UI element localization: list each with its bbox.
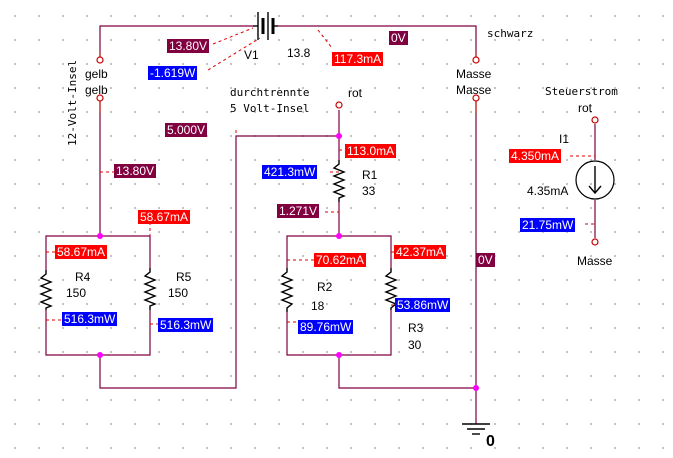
resistor-r4[interactable]: [39, 270, 53, 310]
voltage-marker-batt-plus[interactable]: 13.80V: [167, 39, 210, 53]
note-12-volt-insel: 12-Volt-Insel: [66, 59, 79, 146]
label-r5-name: R5: [176, 270, 192, 284]
current-marker-r4[interactable]: 58.67mA: [55, 245, 108, 259]
pin-masse-top: [472, 56, 480, 64]
voltage-marker-masse-right[interactable]: 0V: [476, 253, 495, 267]
voltage-marker-r1-bottom[interactable]: 1.271V: [277, 204, 320, 218]
voltage-marker-5v-node[interactable]: 5.000V: [165, 123, 208, 137]
resistor-r2[interactable]: [280, 268, 294, 312]
power-marker-r4[interactable]: 516.3mW: [62, 312, 118, 326]
pin-rot-i1: [591, 116, 599, 124]
current-marker-r3[interactable]: 42.37mA: [394, 245, 447, 259]
current-marker-i1[interactable]: 4.350mA: [509, 149, 562, 163]
marker-leaders: [46, 27, 595, 325]
label-v1-name: V1: [244, 48, 259, 62]
label-rot-1: rot: [348, 86, 363, 100]
label-r2-value: 18: [311, 299, 325, 313]
label-r1-name: R1: [362, 168, 378, 182]
battery-v1[interactable]: [253, 12, 278, 40]
label-r5-value: 150: [168, 286, 189, 300]
power-marker-r3[interactable]: 53.86mW: [395, 298, 451, 312]
node-dots: [97, 133, 479, 391]
wire-top-left: [99, 25, 253, 52]
note-5-volt-insel: 5 Volt-Insel: [230, 102, 310, 115]
current-marker-r4r5-in[interactable]: 58.67mA: [138, 210, 191, 224]
current-marker-r1[interactable]: 113.0mA: [345, 144, 397, 158]
wire-5v-return: [338, 355, 476, 389]
pin-gelb-bottom: [96, 94, 104, 102]
pin-rot-5v: [335, 101, 343, 109]
resistor-r5[interactable]: [143, 268, 157, 310]
label-r3-name: R3: [408, 321, 424, 335]
label-ground-0: 0: [486, 433, 495, 450]
label-masse-3: Masse: [577, 254, 613, 268]
note-durchtrennte: durchtrennte: [230, 86, 310, 99]
wires: [45, 25, 596, 418]
power-marker-r2[interactable]: 89.76mW: [298, 320, 354, 334]
label-r4-name: R4: [75, 270, 91, 284]
label-r1-value: 33: [362, 184, 376, 198]
note-steuerstrom: Steuerstrom: [545, 85, 618, 98]
pin-masse-i1: [591, 238, 599, 246]
label-gelb-1: gelb: [85, 67, 108, 81]
power-marker-i1[interactable]: 21.75mW: [520, 218, 576, 232]
power-marker-r1[interactable]: 421.3mW: [262, 165, 318, 179]
note-schwarz: schwarz: [487, 27, 534, 40]
ground-symbol: [462, 418, 490, 435]
current-marker-v1[interactable]: 117.3mA: [332, 52, 384, 66]
label-masse-2: Masse: [456, 83, 492, 97]
label-r2-name: R2: [317, 280, 333, 294]
power-marker-r5[interactable]: 516.3mW: [158, 318, 214, 332]
power-marker-v1[interactable]: -1.619W: [148, 66, 198, 80]
label-r3-value: 30: [408, 338, 422, 352]
label-v1-value: 13.8: [287, 46, 311, 60]
pin-gelb-top: [96, 56, 104, 64]
wire-12v-return: [99, 135, 339, 389]
voltage-marker-12v-rail[interactable]: 13.80V: [114, 164, 157, 178]
wire-top-right: [278, 25, 477, 52]
resistor-r1[interactable]: [332, 160, 346, 202]
label-rot-2: rot: [578, 101, 593, 115]
current-source-i1[interactable]: [575, 160, 615, 200]
label-masse-1: Masse: [456, 67, 492, 81]
connector-pins: [96, 52, 599, 246]
label-i1-name: I1: [559, 132, 570, 146]
label-gelb-2: gelb: [85, 83, 108, 97]
current-marker-r2[interactable]: 70.62mA: [314, 253, 367, 267]
label-i1-value: 4.35mA: [527, 184, 569, 198]
pin-masse-bottom: [472, 94, 480, 102]
voltage-marker-batt-minus[interactable]: 0V: [389, 31, 408, 45]
label-r4-value: 150: [66, 286, 87, 300]
